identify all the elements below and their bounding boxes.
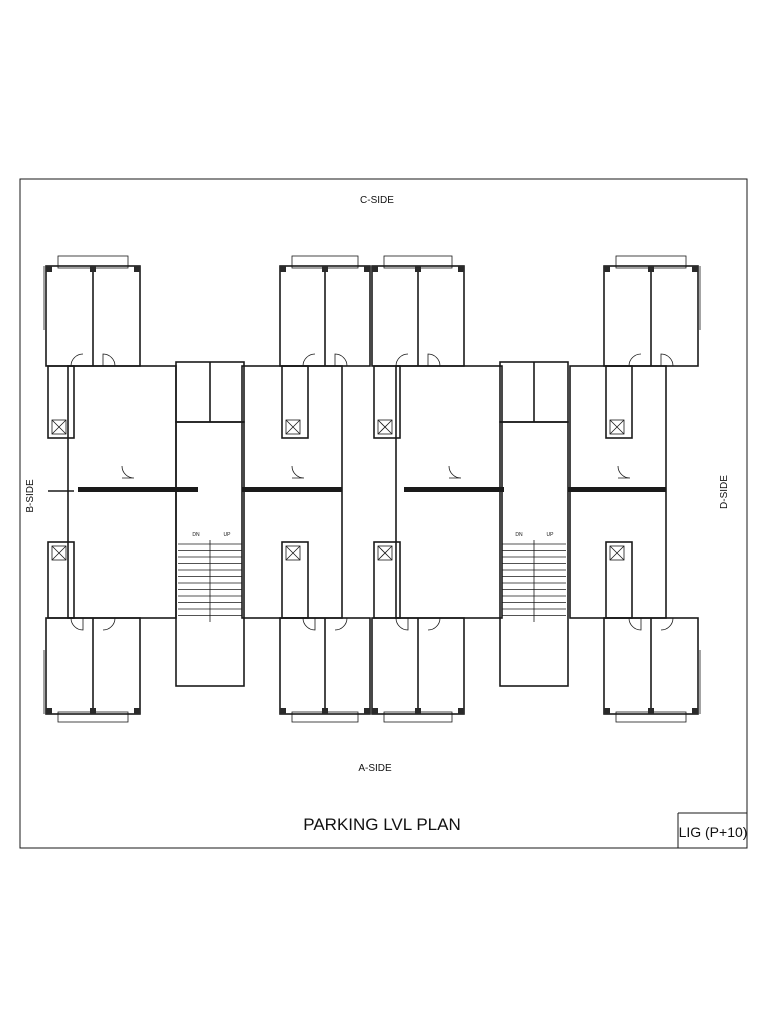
shaft-cross: [51, 545, 67, 561]
column: [648, 266, 654, 272]
column: [604, 266, 610, 272]
column: [322, 708, 328, 714]
shaft-cross: [51, 419, 67, 435]
stair-core: [175, 421, 245, 687]
stair-right-up-label: UP: [547, 532, 555, 538]
shaft: [51, 419, 67, 435]
door-swing: [660, 617, 674, 631]
column: [372, 708, 378, 714]
drawing-tag: LIG (P+10): [679, 824, 748, 840]
shaft: [609, 545, 625, 561]
service-area: [47, 365, 75, 439]
shaft: [285, 419, 301, 435]
column: [46, 708, 52, 714]
door-swing: [302, 617, 316, 631]
door-swing: [395, 617, 409, 631]
shaft-cross: [609, 419, 625, 435]
column: [415, 266, 421, 272]
stair-left-down-label: DN: [192, 532, 200, 538]
stair-left-up-label: UP: [224, 532, 232, 538]
side-label-left: B-SIDE: [25, 479, 36, 513]
column: [458, 708, 464, 714]
door-swing: [660, 353, 674, 367]
column: [280, 708, 286, 714]
shaft: [377, 419, 393, 435]
shaft: [609, 419, 625, 435]
column: [90, 708, 96, 714]
column: [46, 266, 52, 272]
column: [692, 266, 698, 272]
service-area: [373, 365, 401, 439]
shaft: [285, 545, 301, 561]
shaft: [377, 545, 393, 561]
column: [90, 266, 96, 272]
door-swing: [70, 617, 84, 631]
door-swing: [291, 465, 305, 479]
column: [372, 266, 378, 272]
floor-plan-drawing: [43, 255, 701, 723]
shaft-cross: [609, 545, 625, 561]
corridor-beam: [568, 487, 666, 492]
door-swing: [102, 353, 116, 367]
door-swing: [628, 617, 642, 631]
column: [280, 266, 286, 272]
door-swing: [427, 353, 441, 367]
drawing-title: PARKING LVL PLAN: [303, 815, 460, 834]
column: [604, 708, 610, 714]
column: [134, 266, 140, 272]
door-swing: [427, 617, 441, 631]
column: [364, 266, 370, 272]
side-label-top: C-SIDE: [360, 195, 394, 206]
shaft-cross: [377, 419, 393, 435]
door-swing: [102, 617, 116, 631]
shaft-cross: [285, 545, 301, 561]
column: [134, 708, 140, 714]
door-swing: [617, 465, 631, 479]
stair-core: [499, 421, 569, 687]
door-swing: [334, 353, 348, 367]
column: [364, 708, 370, 714]
column: [415, 708, 421, 714]
door-swing: [628, 353, 642, 367]
door-swing: [302, 353, 316, 367]
corridor-beam: [78, 487, 198, 492]
shaft-cross: [285, 419, 301, 435]
stair-right-down-label: DN: [515, 532, 523, 538]
column: [648, 708, 654, 714]
shaft: [51, 545, 67, 561]
column: [458, 266, 464, 272]
service-area: [47, 541, 75, 619]
door-swing: [121, 465, 135, 479]
column: [692, 708, 698, 714]
door-swing: [395, 353, 409, 367]
corridor-beam: [242, 487, 342, 492]
door-swing: [334, 617, 348, 631]
shaft-cross: [377, 545, 393, 561]
column: [322, 266, 328, 272]
corridor-beam: [404, 487, 504, 492]
door-swing: [70, 353, 84, 367]
door-swing: [448, 465, 462, 479]
side-label-right: D-SIDE: [719, 475, 730, 509]
side-label-bottom: A-SIDE: [358, 763, 392, 774]
sheet-border: [19, 178, 748, 849]
service-area: [373, 541, 401, 619]
